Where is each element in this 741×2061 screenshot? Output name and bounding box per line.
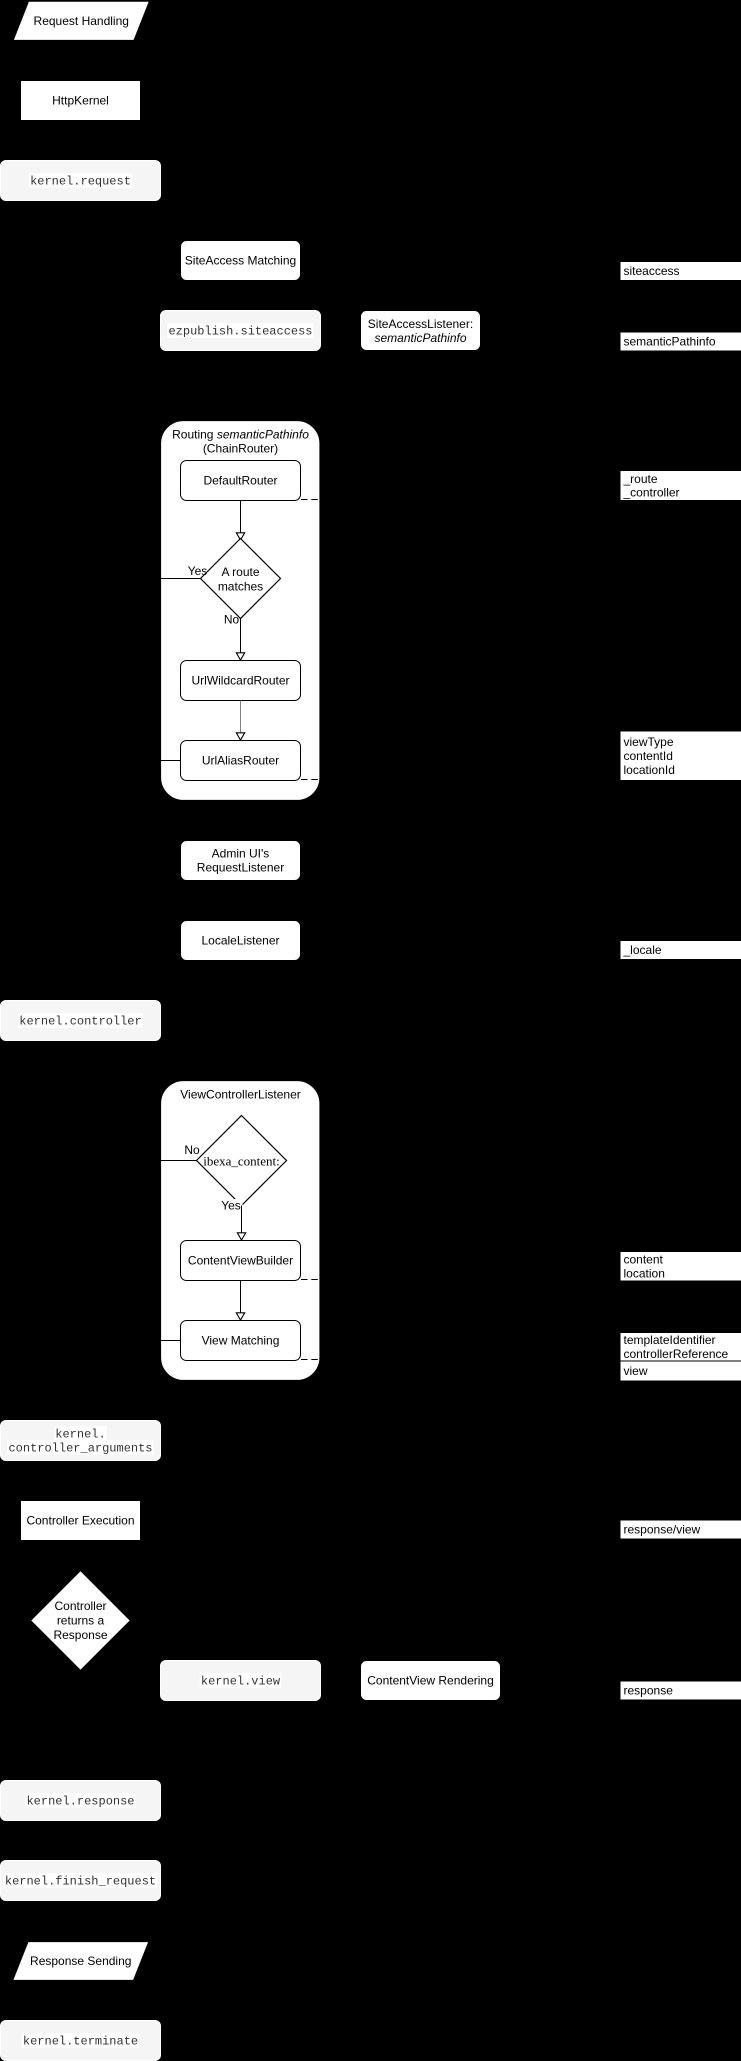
svg-text:response/view: response/view: [624, 1523, 701, 1537]
svg-text:kernel.response: kernel.response: [26, 1795, 134, 1809]
svg-text:ContentViewBuilder: ContentViewBuilder: [188, 1254, 293, 1268]
svg-text:Routing semanticPathinfo: Routing semanticPathinfo: [172, 428, 309, 442]
svg-text:Yes: Yes: [221, 1199, 241, 1213]
svg-text:(ChainRouter): (ChainRouter): [203, 442, 278, 456]
svg-text:ibexa_content:: ibexa_content:: [203, 1153, 280, 1168]
svg-text:Admin UI's: Admin UI's: [212, 847, 270, 861]
svg-text:Response: Response: [53, 1628, 107, 1642]
svg-text:Controller: Controller: [54, 1599, 106, 1613]
svg-text:contentId: contentId: [624, 749, 673, 763]
svg-text:semanticPathinfo: semanticPathinfo: [374, 331, 466, 345]
svg-text:kernel.: kernel.: [55, 1428, 105, 1442]
svg-text:Request Handling: Request Handling: [34, 14, 129, 28]
svg-text:templateIdentifier: templateIdentifier: [624, 1333, 716, 1347]
svg-text:Response Sending: Response Sending: [30, 1954, 131, 1968]
svg-text:SiteAccess Matching: SiteAccess Matching: [185, 254, 296, 268]
svg-text:matches: matches: [218, 580, 263, 594]
svg-text:controller_arguments: controller_arguments: [8, 1442, 152, 1456]
svg-text:viewType: viewType: [624, 735, 674, 749]
svg-text:SiteAccessListener:: SiteAccessListener:: [368, 317, 473, 331]
svg-text:kernel.terminate: kernel.terminate: [23, 2035, 138, 2049]
svg-text:semanticPathinfo: semanticPathinfo: [624, 335, 716, 349]
svg-text:ContentView Rendering: ContentView Rendering: [367, 1674, 494, 1688]
svg-text:UrlWildcardRouter: UrlWildcardRouter: [191, 674, 289, 688]
svg-text:location: location: [624, 1267, 665, 1281]
svg-text:LocaleListener: LocaleListener: [201, 934, 279, 948]
svg-text:view: view: [624, 1364, 648, 1378]
svg-text:A route: A route: [221, 565, 259, 579]
svg-text:controllerReference: controllerReference: [624, 1347, 729, 1361]
svg-text:RequestListener: RequestListener: [197, 861, 284, 875]
svg-text:Yes: Yes: [188, 564, 208, 578]
svg-text:response: response: [624, 1684, 674, 1698]
svg-text:_route: _route: [623, 472, 658, 486]
svg-text:ezpublish.siteaccess: ezpublish.siteaccess: [168, 325, 312, 339]
svg-text:No: No: [184, 1143, 200, 1157]
svg-text:View Matching: View Matching: [202, 1334, 280, 1348]
svg-text:DefaultRouter: DefaultRouter: [203, 474, 277, 488]
svg-text:kernel.finish_request: kernel.finish_request: [5, 1875, 156, 1889]
svg-text:_controller: _controller: [623, 486, 680, 500]
svg-text:content: content: [624, 1253, 664, 1267]
svg-text:Controller Execution: Controller Execution: [26, 1514, 134, 1528]
svg-text:returns a: returns a: [57, 1614, 105, 1628]
svg-text:siteaccess: siteaccess: [624, 264, 680, 278]
svg-text:HttpKernel: HttpKernel: [52, 94, 109, 108]
svg-text:kernel.view: kernel.view: [201, 1675, 281, 1689]
svg-text:No: No: [224, 613, 240, 627]
svg-text:UrlAliasRouter: UrlAliasRouter: [202, 754, 279, 768]
svg-text:kernel.controller: kernel.controller: [19, 1015, 141, 1029]
svg-text:_locale: _locale: [623, 943, 662, 957]
svg-text:kernel.request: kernel.request: [30, 175, 131, 189]
svg-text:ViewControllerListener: ViewControllerListener: [180, 1088, 301, 1102]
svg-text:locationId: locationId: [624, 763, 675, 777]
